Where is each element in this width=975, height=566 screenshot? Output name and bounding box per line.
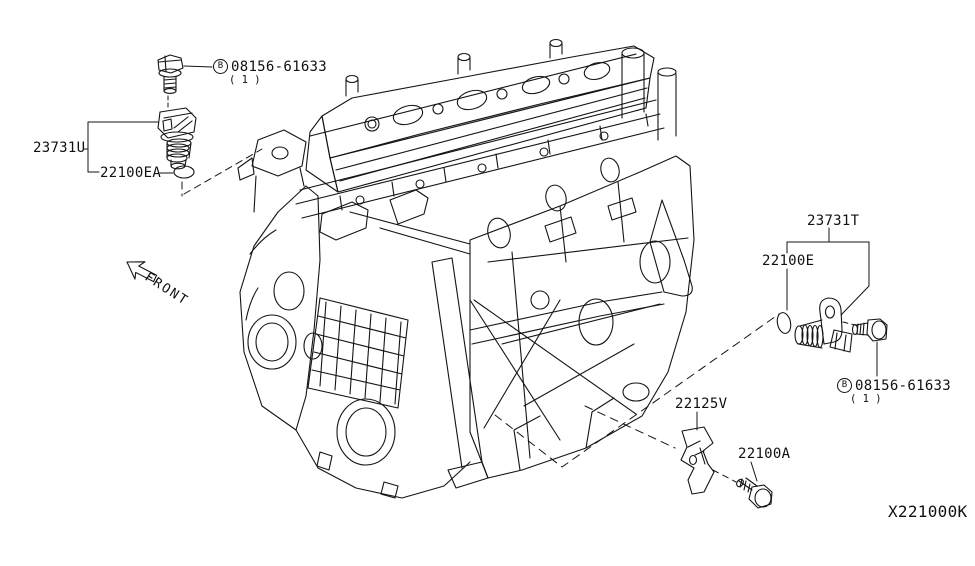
sensor-left-drawing [157,107,197,170]
callout-bolt-right[interactable]: B 08156-61633 [837,378,951,393]
prefix-circle-b: B [213,59,228,74]
callout-22100EA[interactable]: 22100EA [100,165,162,181]
leader-lines [83,65,878,482]
front-label: FRONT [142,270,191,309]
bolt-left-qty: ( 1 ) [229,74,261,86]
bracket-bolt-drawing [736,477,773,509]
callout-22100E[interactable]: 22100E [762,253,815,269]
oring-left-drawing [173,165,195,179]
callout-bolt-left[interactable]: B 08156-61633 [213,59,327,74]
prefix-circle-b: B [837,378,852,393]
callout-23731T[interactable]: 23731T [807,213,860,229]
dashed-leaders [167,95,860,483]
callout-22100A[interactable]: 22100A [738,446,791,462]
oring-right-drawing [776,312,792,334]
bolt-left-part-number: 08156-61633 [231,58,328,75]
bolt-right-part-number: 08156-61633 [855,377,952,394]
callout-23731U[interactable]: 23731U [33,140,86,156]
engine-illustration [237,38,695,499]
sensor-right-drawing [794,297,853,353]
drawing-code: X221000K [888,502,968,521]
bolt-right-drawing [851,318,888,342]
bracket-drawing [680,426,715,495]
bolt-right-qty: ( 1 ) [850,393,882,405]
callout-22125V[interactable]: 22125V [675,396,728,412]
bolt-left-drawing [157,54,184,94]
front-arrow: FRONT [126,261,191,309]
